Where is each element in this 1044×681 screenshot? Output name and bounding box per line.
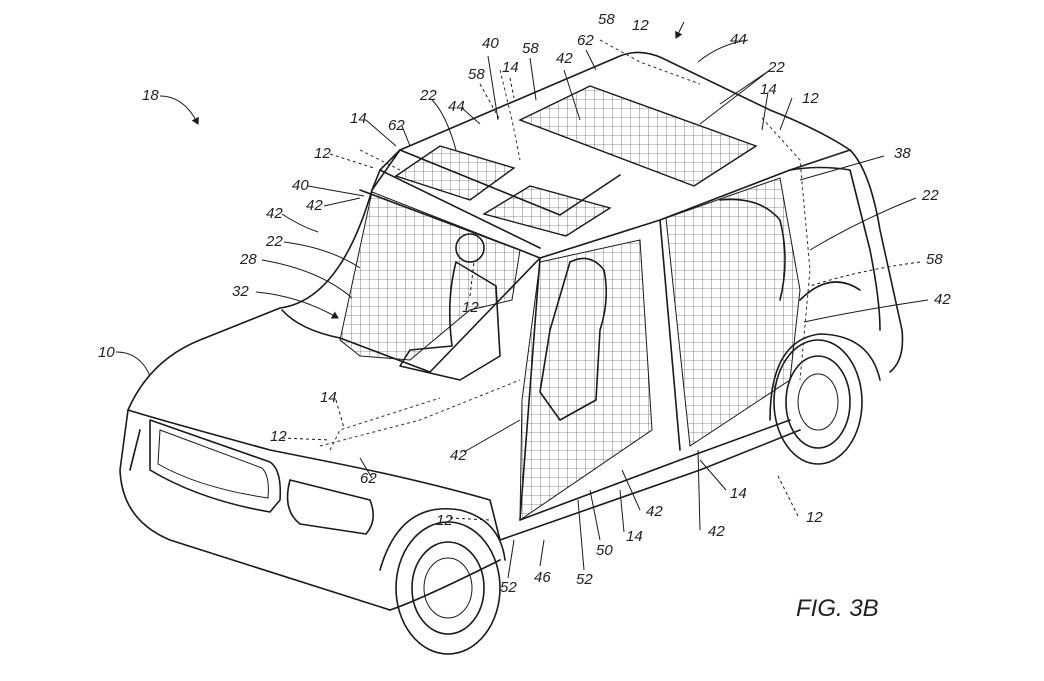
reference-numeral-n42-sill: 42 <box>646 503 663 520</box>
reference-numeral-n32: 32 <box>232 283 249 300</box>
front-wheel <box>379 508 506 655</box>
reference-numeral-n62-hood: 62 <box>360 470 377 487</box>
reference-numeral-n58-left: 58 <box>468 66 485 83</box>
front-grille <box>129 419 374 535</box>
reference-numeral-n50: 50 <box>596 542 613 559</box>
reference-numeral-n10: 10 <box>98 344 115 361</box>
reference-numeral-n46: 46 <box>534 569 551 586</box>
reference-numeral-n42-left-b: 42 <box>266 205 283 222</box>
reference-numeral-n14-left: 14 <box>350 110 367 127</box>
reference-numeral-n14-rear-wheel: 14 <box>730 485 747 502</box>
mesh-rear-door <box>665 177 801 447</box>
reference-numeral-n52-a: 52 <box>500 579 517 596</box>
reference-numeral-n38: 38 <box>894 145 911 162</box>
reference-numeral-n18: 18 <box>142 87 159 104</box>
reference-numeral-n22-left: 22 <box>419 87 437 104</box>
reference-numeral-n12-left: 12 <box>314 145 331 162</box>
reference-numeral-n40-top: 40 <box>482 35 499 52</box>
hidden-lines <box>319 39 811 451</box>
mesh-front-door <box>519 239 653 521</box>
reference-numeral-n44-top: 44 <box>730 31 747 48</box>
reference-numeral-n42-mid: 42 <box>450 447 467 464</box>
reference-numeral-n14-top: 14 <box>502 59 519 76</box>
occupant-figure <box>399 198 786 421</box>
leader-lines <box>115 21 929 579</box>
reference-numeral-n62-top: 62 <box>577 32 594 49</box>
reference-numeral-n28: 28 <box>239 251 257 268</box>
reference-numeral-n42-left-a: 42 <box>306 197 323 214</box>
reference-numeral-n12-top-cut: 12 <box>632 17 649 34</box>
reference-numeral-n42-right: 42 <box>934 291 951 308</box>
reference-numeral-n52-b: 52 <box>576 571 593 588</box>
reference-numeral-n58-top-cut: 58 <box>598 11 615 28</box>
figure-caption: FIG. 3B <box>796 595 879 622</box>
reference-numeral-n58-right: 58 <box>926 251 943 268</box>
reference-numeral-n14-hood: 14 <box>320 389 337 406</box>
mesh-roof-front-right <box>482 185 612 237</box>
reference-numeral-n22-right: 22 <box>921 187 939 204</box>
mesh-roof-rear <box>518 85 758 187</box>
mesh-windshield <box>339 191 521 361</box>
reference-numeral-n12-hood: 12 <box>270 428 287 445</box>
reference-numeral-n42-top: 42 <box>556 50 573 67</box>
reference-numeral-n12-wheel: 12 <box>436 512 453 529</box>
reference-numeral-n12-roof-right: 12 <box>802 90 819 107</box>
reference-numeral-n40-left: 40 <box>292 177 309 194</box>
reference-numeral-n62-left: 62 <box>388 117 405 134</box>
mesh-roof-front-left <box>394 145 516 201</box>
reference-numeral-n42-rear: 42 <box>708 523 725 540</box>
reference-numeral-n58-top: 58 <box>522 40 539 57</box>
reference-numeral-n14-sill: 14 <box>626 528 643 545</box>
reference-numeral-n44-left: 44 <box>448 98 465 115</box>
reference-numeral-n22-top: 22 <box>767 59 785 76</box>
reference-numeral-n12-seat: 12 <box>462 299 479 316</box>
reference-numeral-n14-roof-right: 14 <box>760 81 777 98</box>
reference-numeral-n22-left-b: 22 <box>265 233 283 250</box>
reference-numeral-n12-rear: 12 <box>806 509 823 526</box>
